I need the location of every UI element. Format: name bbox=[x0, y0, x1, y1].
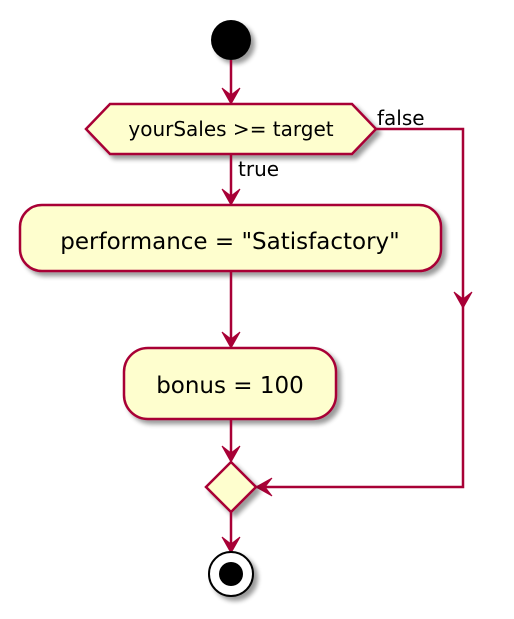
true-branch-label: true bbox=[238, 157, 279, 181]
merge-node bbox=[204, 460, 258, 514]
arrow-merge-to-end bbox=[221, 512, 241, 555]
decision-node: yourSales >= target bbox=[84, 102, 378, 156]
arrow-performance-to-bonus bbox=[221, 271, 241, 350]
false-branch-merge-arrow bbox=[254, 477, 273, 497]
decision-condition: yourSales >= target bbox=[128, 117, 333, 141]
action-performance: performance = "Satisfactory" bbox=[18, 203, 443, 273]
end-node bbox=[208, 551, 254, 597]
action-performance-label: performance = "Satisfactory" bbox=[60, 229, 399, 255]
false-branch-path bbox=[256, 127, 465, 489]
arrow-decision-to-performance bbox=[221, 154, 241, 207]
false-branch-label: false bbox=[377, 106, 425, 130]
arrow-bonus-to-merge bbox=[221, 419, 241, 464]
action-bonus: bonus = 100 bbox=[122, 346, 338, 421]
arrow-start-to-decision bbox=[221, 60, 241, 106]
false-branch-mid-arrow bbox=[453, 291, 473, 310]
start-node bbox=[211, 20, 251, 60]
action-bonus-label: bonus = 100 bbox=[156, 373, 304, 399]
